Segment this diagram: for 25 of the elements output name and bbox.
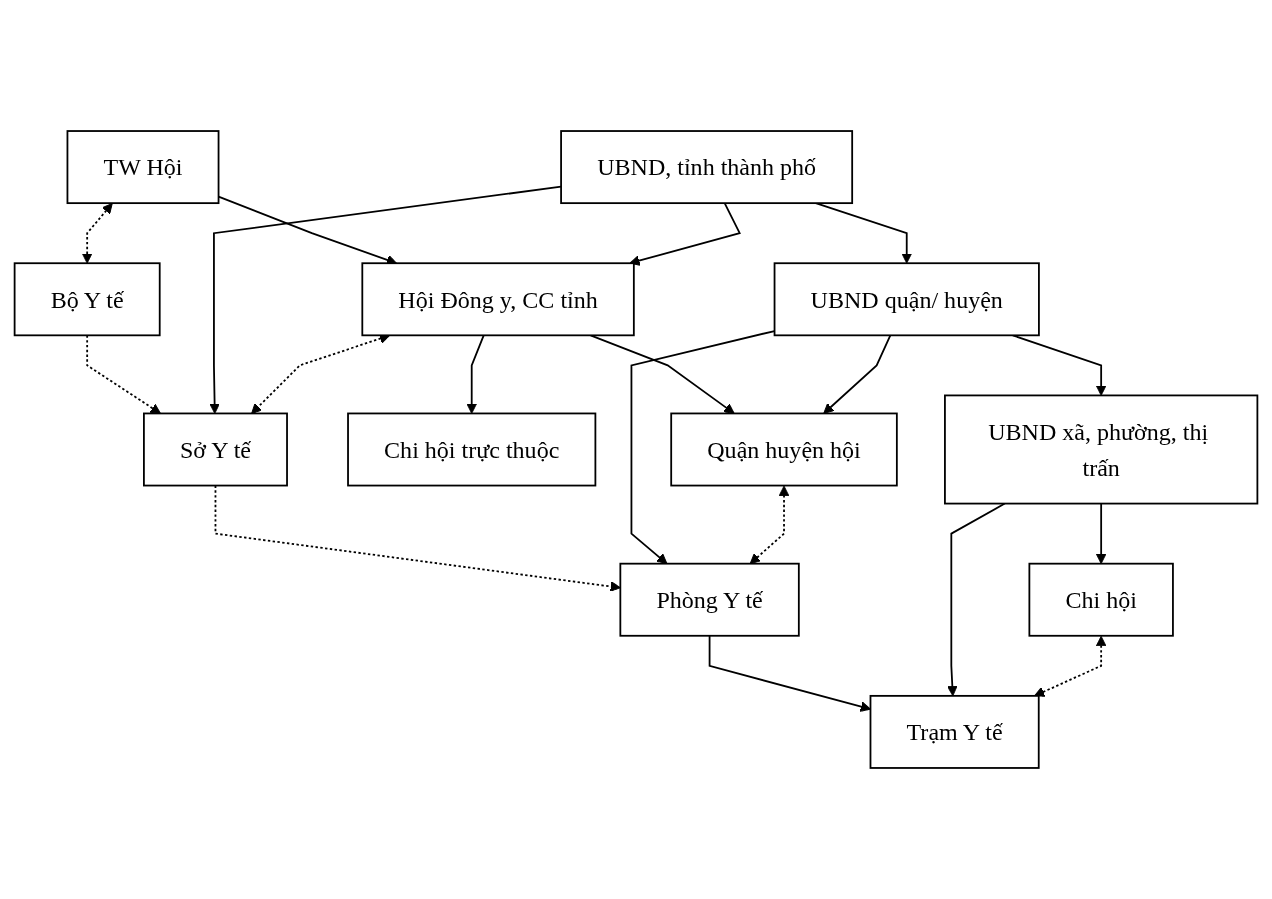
arrow <box>708 634 871 712</box>
node-box: Trạm Y tế <box>869 694 1040 769</box>
node-box: Hội Đông y, CC tỉnh <box>361 262 635 337</box>
arrow <box>86 334 161 414</box>
node-box: UBND, tỉnh thành phố <box>560 130 854 205</box>
node-box: TW Hội <box>66 130 220 205</box>
arrow <box>629 202 741 266</box>
node-box: Quận huyện hội <box>670 412 898 487</box>
node-box: UBND quận/ huyện <box>773 262 1040 337</box>
arrow <box>214 484 621 592</box>
arrow <box>823 334 892 414</box>
arrow <box>947 502 1006 697</box>
arrow <box>209 185 562 414</box>
node-box: Phòng Y tế <box>619 562 800 637</box>
arrow <box>1034 635 1107 697</box>
arrow <box>749 485 790 565</box>
node-box: Bộ Y tế <box>13 262 161 337</box>
arrow <box>81 203 113 264</box>
node-box: Chi hội trực thuộc <box>347 412 597 487</box>
arrow <box>589 334 735 414</box>
arrow <box>1095 502 1107 565</box>
arrow <box>466 334 485 414</box>
node-box: UBND xã, phường, thị trấn <box>944 394 1259 505</box>
node-box: Sở Y tế <box>143 412 288 487</box>
node-box: Chi hội <box>1028 562 1174 637</box>
